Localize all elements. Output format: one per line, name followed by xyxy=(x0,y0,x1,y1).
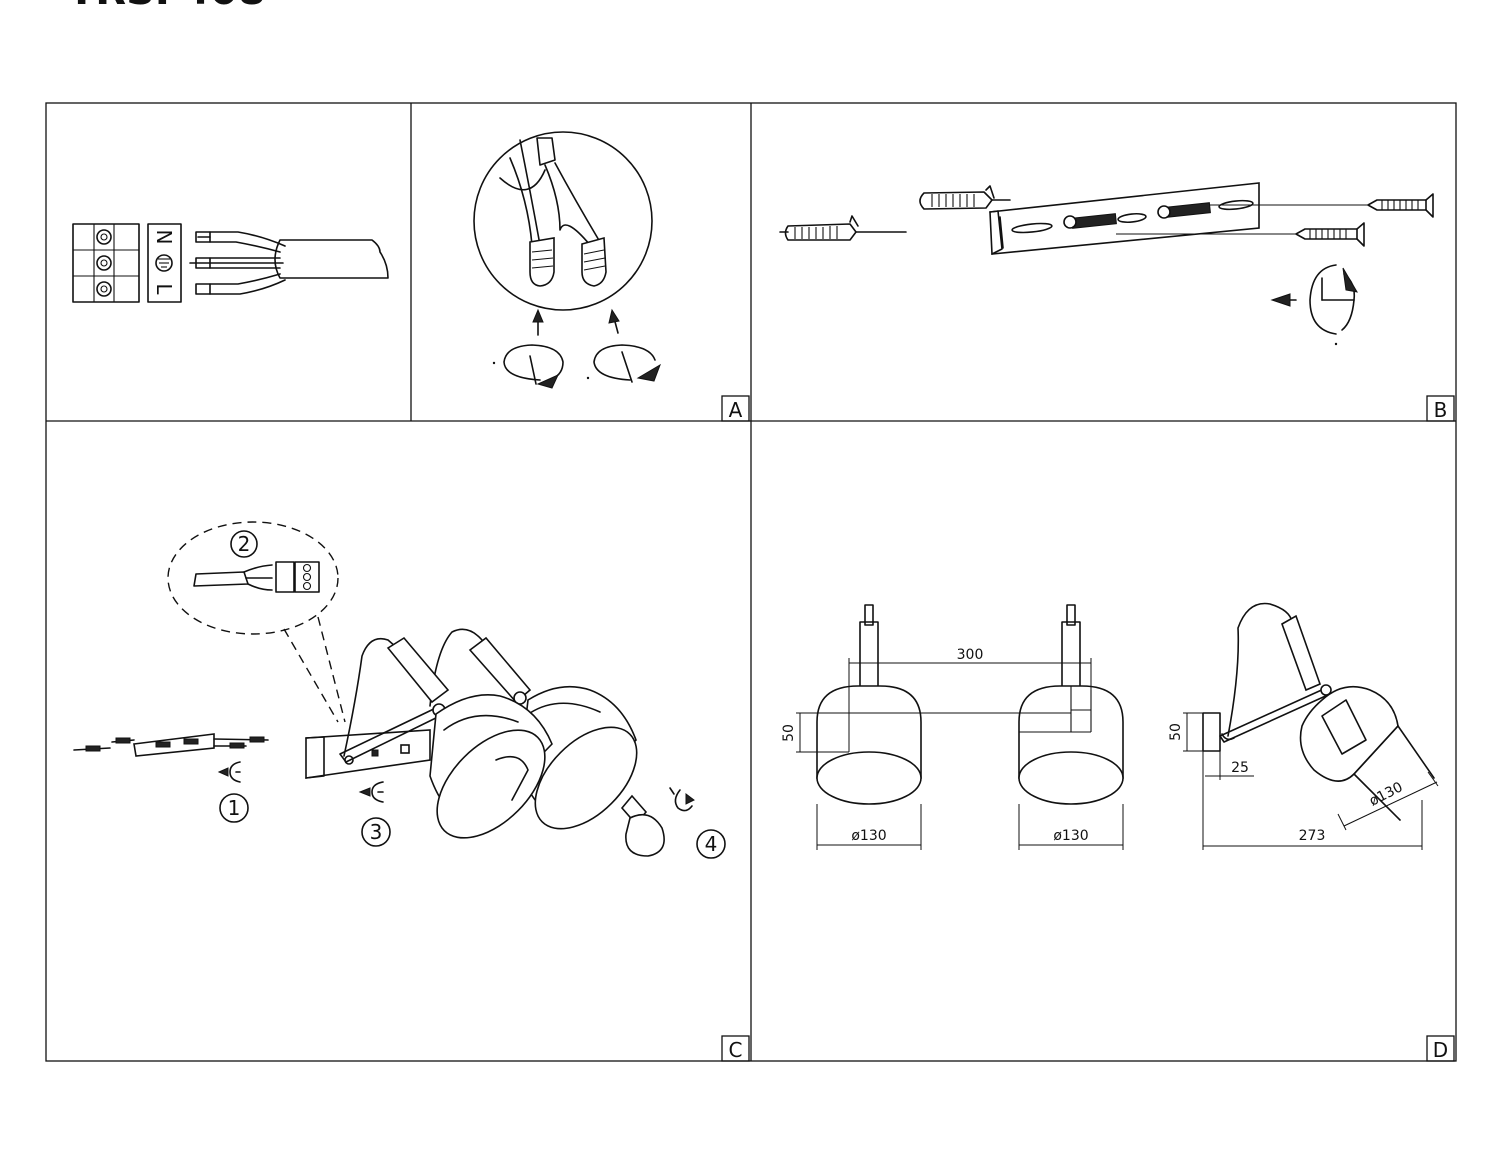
step-1-number: 1 xyxy=(228,796,241,820)
terminal-letter-n: N xyxy=(152,230,176,245)
step-2-number: 2 xyxy=(238,532,251,556)
terminal-block-wiring-diagram: N L xyxy=(72,223,389,303)
wire-connector-detail xyxy=(473,131,661,389)
svg-text:300: 300 xyxy=(957,647,984,663)
step-3-number: 3 xyxy=(370,820,383,844)
svg-text:A: A xyxy=(729,398,743,422)
wall-mounting-plate xyxy=(989,182,1260,255)
cable-wires xyxy=(189,231,286,295)
svg-text:50: 50 xyxy=(1168,723,1184,741)
side-view-lamp xyxy=(1202,602,1435,821)
svg-text:25: 25 xyxy=(1231,760,1249,776)
light-bulb-icon xyxy=(620,794,665,857)
panel-frames xyxy=(45,102,1457,1062)
step-4-number: 4 xyxy=(705,832,718,856)
step-3-circle xyxy=(361,817,391,847)
arrow-up-icon xyxy=(532,308,544,336)
panel-label-b: B xyxy=(1426,395,1455,422)
mounting-plate-base xyxy=(305,729,431,779)
lamp-head-front xyxy=(386,636,553,839)
dimension-diameter-side: ø130 xyxy=(1337,771,1439,831)
dimension-spacing: 300 xyxy=(848,647,1092,752)
screw-icon xyxy=(1367,193,1434,218)
lamp-head-rear xyxy=(468,636,638,830)
wiring-callout-detail: 2 xyxy=(167,521,346,723)
cable-sheath xyxy=(274,239,389,279)
terminal-letter-l: L xyxy=(152,283,176,295)
arrow-up-icon xyxy=(608,308,620,334)
assembly-steps-diagram: 1 2 xyxy=(73,521,726,859)
svg-text:ø130: ø130 xyxy=(851,828,886,844)
screw-rotation-icon xyxy=(1270,264,1358,346)
svg-text:ø130: ø130 xyxy=(1367,779,1406,809)
screw-icon xyxy=(1295,222,1365,247)
front-view-lamp-left xyxy=(816,604,922,805)
dimension-projection: 273 xyxy=(1202,751,1423,850)
panel-label-d: D xyxy=(1426,1035,1455,1062)
wall-plug-icon xyxy=(779,215,907,241)
dimension-height-front: 50 xyxy=(781,712,1071,753)
step-4-circle xyxy=(696,829,726,859)
step-1-circle xyxy=(219,793,249,823)
wall-plate-mounting-diagram xyxy=(779,182,1434,346)
svg-text:ø130: ø130 xyxy=(1053,828,1088,844)
mounting-plate-small xyxy=(73,733,269,757)
dimensions-diagram: 300 50 ø130 ø130 xyxy=(781,602,1439,850)
wall-plug-icon xyxy=(919,185,1011,210)
dimension-height-side: 50 xyxy=(1168,712,1203,752)
svg-text:C: C xyxy=(729,1038,743,1062)
twist-rotation-icon xyxy=(586,344,661,383)
earth-symbol xyxy=(155,254,173,272)
dimension-diameter-left: ø130 xyxy=(816,804,922,850)
svg-text:50: 50 xyxy=(781,724,797,742)
model-code-header: TRSF408 xyxy=(68,0,266,14)
svg-text:273: 273 xyxy=(1299,828,1326,844)
dimension-plate-depth: 25 xyxy=(1205,751,1254,780)
screw-rotation-icon xyxy=(217,761,241,783)
svg-text:D: D xyxy=(1433,1038,1448,1062)
wire-nut-right xyxy=(581,236,607,287)
wire-nut-left xyxy=(529,237,555,287)
front-view-lamp-right xyxy=(1018,604,1124,805)
screw-rotation-icon xyxy=(358,781,384,803)
twist-rotation-icon xyxy=(492,344,564,389)
svg-text:B: B xyxy=(1434,398,1448,422)
panel-label-a: A xyxy=(721,395,750,422)
dimension-diameter-right: ø130 xyxy=(1018,804,1124,850)
screw-rotation-icon xyxy=(669,787,695,812)
terminal-block: N L xyxy=(72,223,182,303)
panel-label-c: C xyxy=(721,1035,750,1062)
